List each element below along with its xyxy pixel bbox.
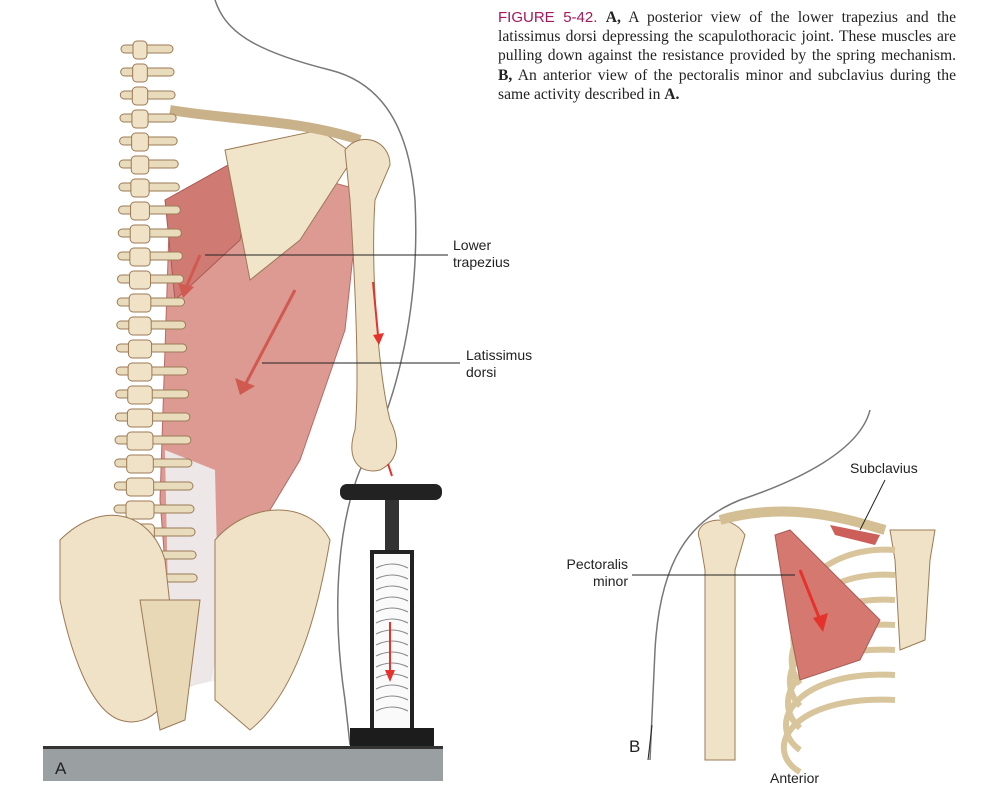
spring-cylinder (370, 550, 414, 734)
vertebra (125, 500, 155, 520)
scapula (224, 129, 356, 281)
vertebra (125, 477, 155, 497)
vertebra (127, 339, 153, 359)
spring-turn (375, 563, 409, 569)
spring-turn (375, 662, 409, 668)
pectoralis-minor-muscle (774, 529, 881, 681)
platform (43, 748, 443, 781)
spring-coil (375, 563, 409, 712)
vertebra (126, 408, 154, 428)
rib (782, 671, 896, 753)
figure-number: FIGURE 5-42. (498, 9, 598, 26)
spring-turn (375, 684, 409, 690)
vertebra (129, 270, 151, 290)
vertebra (132, 40, 148, 60)
vertebra (130, 155, 150, 175)
vertebra (126, 431, 154, 451)
vertebra (126, 454, 154, 474)
clavicle-b (718, 506, 887, 535)
spring-turn (375, 629, 409, 635)
part-b-marker: B, (498, 66, 513, 84)
pelvis-a (59, 509, 331, 731)
spring-base (350, 728, 434, 748)
body-outline-b (649, 409, 871, 761)
spring-turn (375, 585, 409, 591)
vertebra (128, 293, 152, 313)
vertebra (128, 316, 152, 336)
caption-text-a: A posterior view of the lower trapezius … (498, 9, 956, 65)
vertebra (131, 132, 149, 152)
figure-caption: FIGURE 5-42. A, A posterior view of the … (498, 8, 956, 104)
spring-turn (375, 706, 409, 712)
spring-turn (375, 596, 409, 602)
vertebra (129, 224, 151, 244)
part-a-marker: A, (605, 9, 621, 26)
arm-arrow (372, 281, 379, 336)
vertebra (131, 86, 149, 106)
vertebra (127, 385, 153, 405)
vertebra (130, 201, 150, 221)
spring-turn (375, 695, 409, 701)
caption-text-b: An anterior view of the pectoralis minor… (498, 66, 956, 103)
rib (780, 696, 896, 775)
end-marker: A. (664, 85, 680, 103)
spring-turn (375, 618, 409, 624)
vertebra (131, 109, 149, 129)
humerus-b (697, 519, 746, 761)
spring-turn (375, 574, 409, 580)
subclavius-muscle (830, 525, 880, 545)
vertebra (130, 178, 150, 198)
humerus-a (344, 138, 398, 472)
clavicle-a (169, 105, 362, 145)
vertebra (132, 63, 148, 83)
spring-turn (375, 607, 409, 613)
vertebra (127, 362, 153, 382)
spring-turn (375, 640, 409, 646)
spring-handle (340, 484, 442, 500)
spring-turn (375, 651, 409, 657)
vertebra (129, 247, 151, 267)
label-subclavius: Subclavius (850, 460, 918, 476)
panel-a-label: A (55, 759, 67, 778)
body-outline-a (214, 0, 417, 746)
sternum (889, 529, 936, 651)
sacrum (139, 599, 201, 731)
panel-b-label: B (629, 737, 641, 756)
view-label-anterior: Anterior (770, 770, 820, 786)
